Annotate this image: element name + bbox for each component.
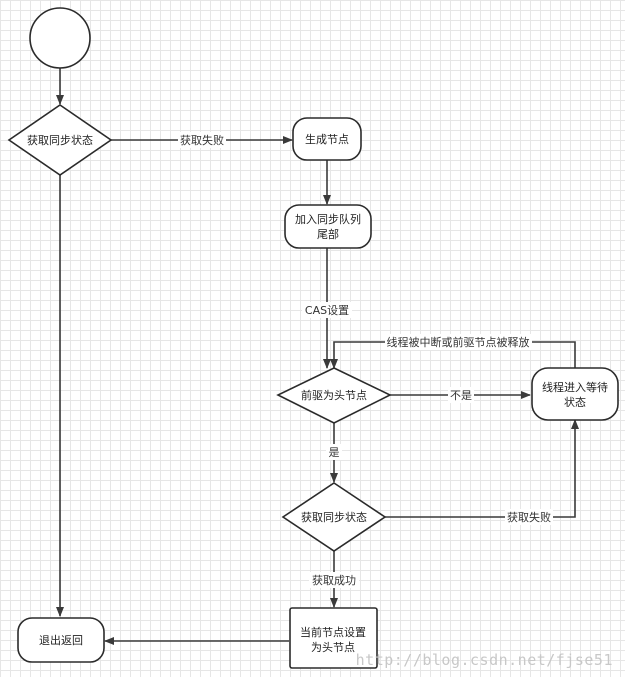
nodes: 获取同步状态 生成节点 加入同步队列 尾部 前驱为头节点 线程进入等待 状态 (7, 7, 619, 669)
svg-text:生成节点: 生成节点 (305, 132, 349, 146)
edge-label-success: 获取成功 (312, 574, 356, 587)
edge-label-fail-1: 获取失败 (180, 133, 224, 147)
edge-label-not-is: 不是 (450, 389, 472, 402)
edge-labels: 获取失败 CAS设置 线程被中断或前驱节点被释放 不是 是 获取失败 获取成功 (178, 132, 553, 588)
svg-text:获取同步状态: 获取同步状态 (301, 510, 367, 524)
process-create-node: 生成节点 (292, 117, 362, 161)
svg-text:尾部: 尾部 (317, 227, 339, 241)
svg-text:退出返回: 退出返回 (39, 633, 83, 647)
svg-text:当前节点设置: 当前节点设置 (300, 625, 366, 639)
svg-text:为头节点: 为头节点 (311, 641, 355, 654)
edge-get-state-2-to-wait (385, 419, 579, 518)
decision-pred-head: 前驱为头节点 (276, 367, 392, 424)
start-node (29, 7, 91, 69)
terminal-exit: 退出返回 (17, 617, 105, 663)
process-add-tail: 加入同步队列 尾部 (284, 204, 372, 249)
edge-label-cas: CAS设置 (305, 304, 349, 317)
svg-text:获取同步状态: 获取同步状态 (27, 133, 93, 147)
decision-get-state-1: 获取同步状态 (7, 104, 113, 176)
svg-text:线程进入等待: 线程进入等待 (542, 380, 608, 394)
decision-get-state-2: 获取同步状态 (281, 482, 387, 552)
edge-label-interrupted: 线程被中断或前驱节点被释放 (387, 335, 530, 349)
process-wait: 线程进入等待 状态 (531, 367, 619, 421)
edge-label-fail-2: 获取失败 (507, 510, 551, 524)
svg-text:前驱为头节点: 前驱为头节点 (301, 388, 367, 402)
watermark: http://blog.csdn.net/fjse51 (355, 651, 613, 669)
process-set-head: 当前节点设置 为头节点 (289, 607, 378, 669)
svg-text:状态: 状态 (564, 395, 586, 409)
svg-text:加入同步队列: 加入同步队列 (295, 212, 361, 226)
edge-label-is: 是 (329, 446, 340, 459)
